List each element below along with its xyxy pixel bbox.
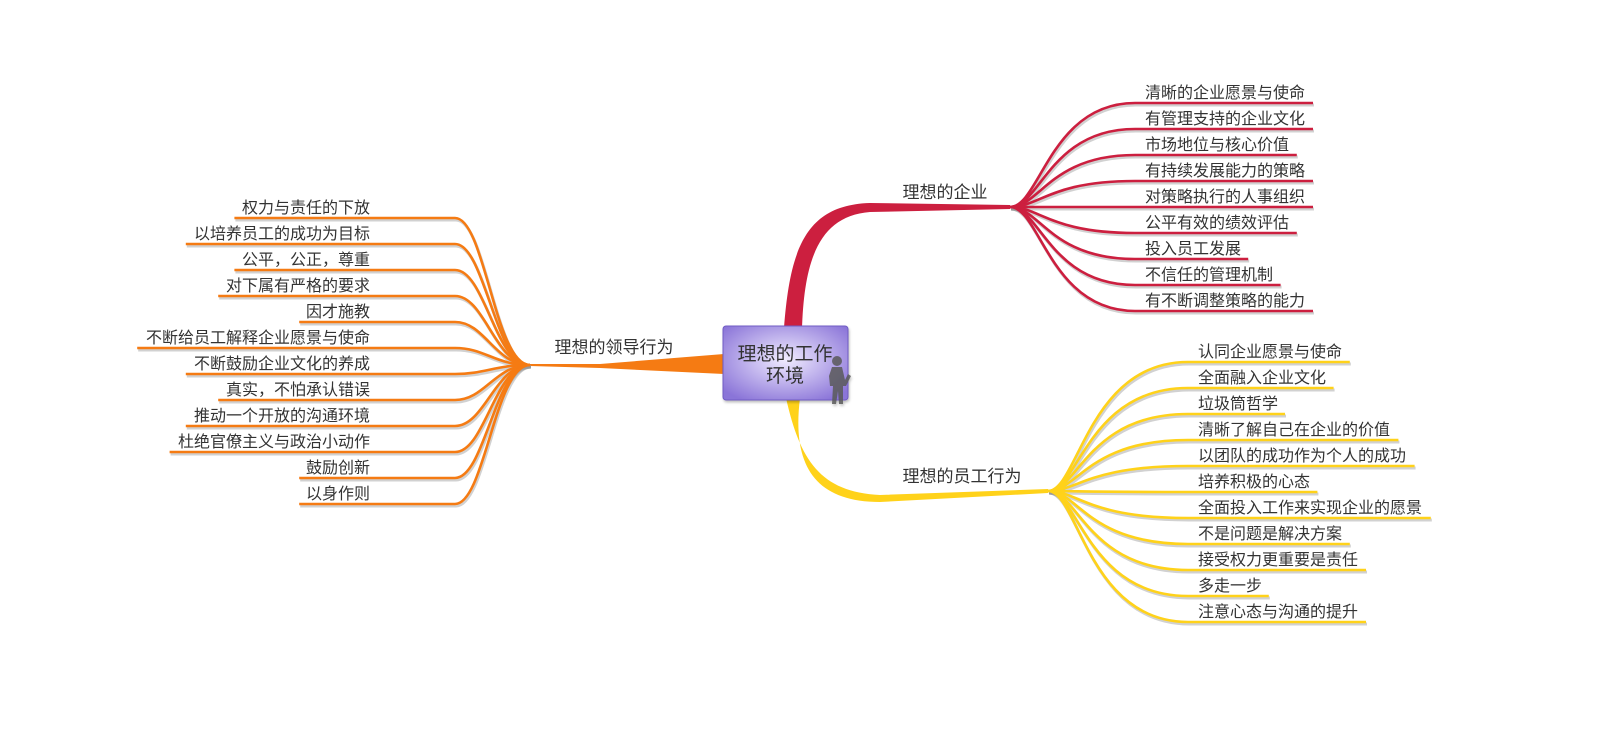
leadership-connector-shadow (300, 365, 532, 482)
central-topic[interactable]: 理想的工作 环境 (722, 325, 851, 404)
company-leaf-label[interactable]: 不信任的管理机制 (1145, 265, 1273, 284)
company-leaf-label[interactable]: 公平有效的绩效评估 (1145, 213, 1289, 232)
main-branch-company (784, 203, 1010, 330)
leadership-connector (299, 363, 531, 506)
leadership-leaf-label[interactable]: 杜绝官僚主义与政治小动作 (178, 432, 370, 451)
company-leaf-label[interactable]: 投入员工发展 (1145, 239, 1241, 258)
employee-leaf-label[interactable]: 全面投入工作来实现企业的愿景 (1198, 498, 1422, 517)
employee-leaf-label[interactable]: 接受权力更重要是责任 (1198, 550, 1358, 569)
branch-label-company[interactable]: 理想的企业 (903, 183, 988, 203)
company-leaf-label[interactable]: 有持续发展能力的策略 (1145, 161, 1305, 180)
leadership-leaf-label[interactable]: 不断鼓励企业文化的养成 (194, 354, 370, 373)
leadership-leaf-label[interactable]: 以培养员工的成功为目标 (194, 224, 370, 243)
employee-leaf-label[interactable]: 注意心态与沟通的提升 (1198, 602, 1358, 621)
leadership-leaf-label[interactable]: 公平，公正，尊重 (242, 250, 370, 269)
employee-connector (1047, 489, 1318, 494)
company-leaf-label[interactable]: 有不断调整策略的能力 (1145, 291, 1305, 310)
employee-leaf-label[interactable]: 以团队的成功作为个人的成功 (1198, 446, 1406, 465)
leadership-leaf-label[interactable]: 推动一个开放的沟通环境 (194, 406, 370, 425)
central-topic-line2: 环境 (766, 365, 804, 387)
employee-leaf-label[interactable]: 培养积极的心态 (1198, 472, 1310, 491)
branch-connectors (137, 101, 1432, 626)
central-topic-line1: 理想的工作 (737, 343, 832, 365)
leadership-leaf-label[interactable]: 对下属有严格的要求 (226, 276, 370, 295)
company-leaf-label[interactable]: 市场地位与核心价值 (1145, 135, 1289, 154)
company-connector (1009, 205, 1313, 313)
central-topic-box (722, 325, 849, 401)
company-leaf-label[interactable]: 对策略执行的人事组织 (1145, 187, 1305, 206)
company-leaf-label[interactable]: 清晰的企业愿景与使命 (1145, 83, 1305, 102)
employee-leaf-label[interactable]: 清晰了解自己在企业的价值 (1198, 420, 1390, 439)
branch-label-employee[interactable]: 理想的员工行为 (903, 467, 1022, 487)
employee-leaf-label[interactable]: 垃圾筒哲学 (1198, 394, 1278, 413)
leadership-leaf-label[interactable]: 以身作则 (306, 484, 370, 503)
leadership-leaf-label[interactable]: 鼓励创新 (306, 458, 370, 477)
employee-leaf-label[interactable]: 全面融入企业文化 (1198, 368, 1326, 387)
leadership-leaf-label[interactable]: 不断给员工解释企业愿景与使命 (146, 328, 370, 347)
leadership-connector-shadow (300, 365, 532, 508)
leadership-leaf-label[interactable]: 因才施教 (306, 302, 370, 321)
leadership-leaf-label[interactable]: 真实，不怕承认错误 (226, 380, 370, 399)
leaf-nodes: 清晰的企业愿景与使命有管理支持的企业文化市场地位与核心价值有持续发展能力的策略对… (146, 83, 1422, 621)
employee-leaf-label[interactable]: 认同企业愿景与使命 (1198, 342, 1342, 361)
branch-label-leadership[interactable]: 理想的领导行为 (555, 338, 674, 358)
company-leaf-label[interactable]: 有管理支持的企业文化 (1145, 109, 1305, 128)
employee-leaf-label[interactable]: 不是问题是解决方案 (1198, 524, 1342, 543)
leadership-leaf-label[interactable]: 权力与责任的下放 (242, 198, 370, 217)
employee-leaf-label[interactable]: 多走一步 (1198, 576, 1262, 595)
employee-connector (1047, 489, 1366, 624)
main-branch-leadership (530, 354, 724, 374)
person-silhouette-icon (829, 356, 851, 404)
leadership-connector (218, 294, 531, 367)
main-branch-employee (786, 398, 1048, 502)
